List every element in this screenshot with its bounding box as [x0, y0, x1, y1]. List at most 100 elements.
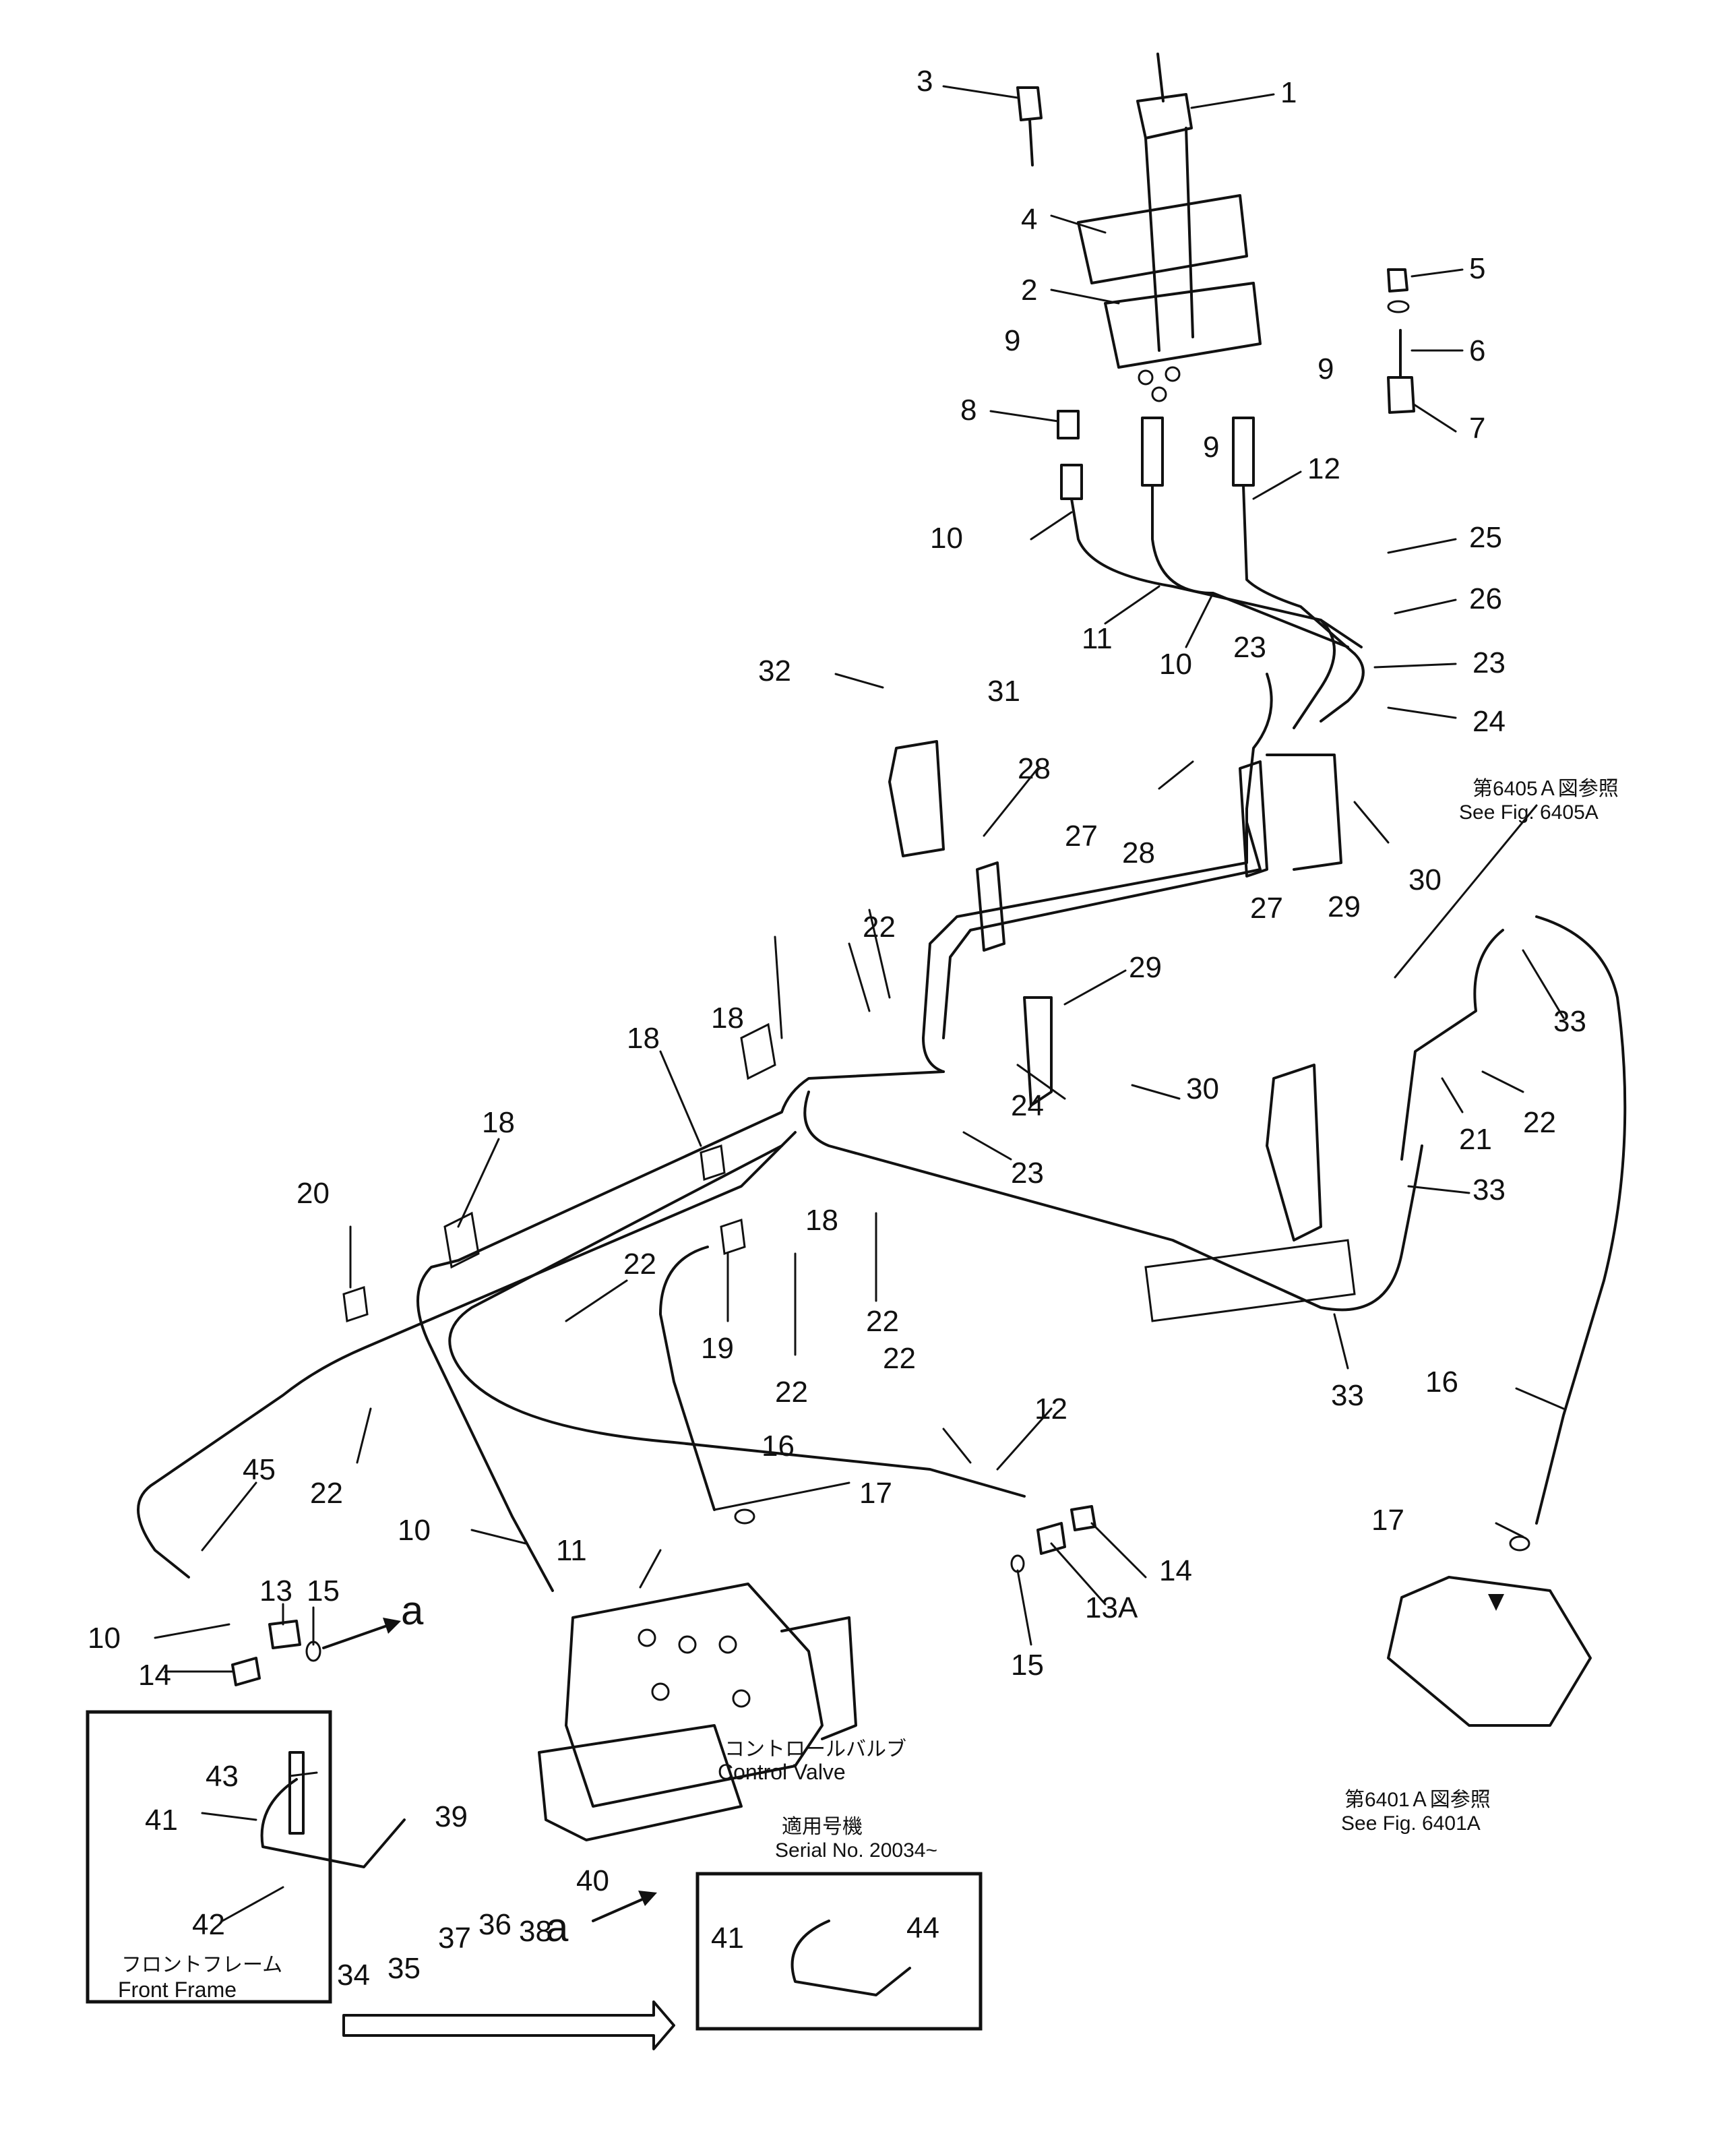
label-5: 5 [1469, 252, 1485, 285]
leader-lines [154, 85, 1565, 1922]
label-41b: 41 [711, 1922, 744, 1955]
label-29a: 29 [1328, 890, 1361, 923]
bracket-29 [1266, 754, 1342, 871]
front-frame-en: Front Frame [118, 1978, 237, 2002]
clamp-17b [1509, 1535, 1530, 1552]
label-33c: 33 [1331, 1379, 1364, 1412]
control-valve-jp: コントロールバルブ [724, 1738, 906, 1760]
label-22d: 22 [866, 1305, 899, 1338]
control-valve-body [538, 1583, 857, 1841]
inset-arrow [342, 2000, 675, 2050]
label-18a: 18 [711, 1002, 744, 1035]
label-36: 36 [478, 1908, 512, 1941]
plug-14b [1070, 1505, 1096, 1531]
label-13a: 13A [1085, 1591, 1138, 1624]
label-39: 39 [435, 1800, 468, 1833]
connector-13a [1036, 1522, 1066, 1555]
label-12a: 12 [1307, 452, 1340, 485]
label-20: 20 [297, 1177, 330, 1210]
label-10a: 10 [930, 522, 963, 555]
label-4: 4 [1021, 203, 1037, 236]
label-28a: 28 [1018, 752, 1051, 785]
label-33b: 33 [1472, 1173, 1506, 1206]
label-22e: 22 [775, 1376, 808, 1409]
label-14b: 14 [1159, 1554, 1192, 1587]
label-25: 25 [1469, 521, 1502, 554]
label-1: 1 [1280, 76, 1297, 109]
label-45: 45 [243, 1453, 276, 1486]
label-22c: 22 [623, 1248, 656, 1281]
clamps-brackets [342, 740, 1356, 1323]
bracket-6405a [1266, 1064, 1322, 1242]
label-35: 35 [388, 1952, 421, 1985]
label-2: 2 [1021, 274, 1037, 307]
label-7: 7 [1469, 412, 1485, 445]
part-labels: 1 2 3 4 5 6 7 8 9 9 9 10 10 10 10 11 11 … [88, 65, 1586, 1992]
label-6: 6 [1469, 334, 1485, 367]
label-26: 26 [1469, 582, 1502, 615]
callout-a-left: a [401, 1588, 424, 1633]
front-frame-inset [86, 1710, 332, 2004]
notes: 第6405Ａ図参照 See Fig. 6405A 第6401Ａ図参照 See F… [118, 778, 1619, 2002]
label-41a: 41 [145, 1804, 178, 1837]
label-33a: 33 [1553, 1005, 1586, 1038]
label-18b: 18 [627, 1022, 660, 1055]
clamp-27b [1239, 760, 1268, 878]
label-16a: 16 [762, 1430, 795, 1463]
connector-13 [268, 1620, 301, 1649]
label-34: 34 [337, 1959, 370, 1992]
label-30a: 30 [1408, 863, 1442, 896]
arrow-a-bottom [592, 1896, 648, 1922]
serial-jp: 適用号機 [782, 1816, 863, 1838]
label-3: 3 [917, 65, 933, 98]
label-10c: 10 [398, 1514, 431, 1547]
label-17b: 17 [1371, 1504, 1404, 1537]
serial-en: Serial No. 20034~ [775, 1839, 937, 1862]
fittings-left [231, 1505, 1592, 1727]
label-27b: 27 [1250, 892, 1283, 925]
elbow-6401a [1387, 1576, 1592, 1727]
label-17a: 17 [859, 1477, 892, 1510]
label-15a: 15 [307, 1574, 340, 1607]
label-18d: 18 [805, 1204, 838, 1237]
arrow-a-left [322, 1623, 392, 1649]
label-9b: 9 [1318, 353, 1334, 386]
ref-6405a-jp: 第6405Ａ図参照 [1472, 778, 1619, 800]
label-27a: 27 [1065, 820, 1098, 853]
label-32: 32 [758, 654, 791, 687]
label-22f: 22 [310, 1477, 343, 1510]
label-13: 13 [259, 1574, 292, 1607]
bracket-31 [888, 740, 945, 857]
label-30b: 30 [1186, 1072, 1219, 1105]
label-37: 37 [438, 1922, 471, 1955]
connector-8 [1057, 410, 1080, 439]
plug-5 [1387, 268, 1408, 293]
label-24a: 24 [1472, 705, 1506, 738]
label-14a: 14 [138, 1659, 171, 1692]
label-11b: 11 [556, 1534, 587, 1567]
label-22a: 22 [863, 911, 896, 944]
gasket-plate-4 [1077, 194, 1248, 284]
label-23b: 23 [1472, 646, 1506, 679]
label-23a: 23 [1233, 631, 1266, 664]
label-43: 43 [206, 1760, 239, 1793]
label-29b: 29 [1129, 951, 1162, 984]
label-21: 21 [1459, 1123, 1492, 1156]
label-42: 42 [192, 1908, 225, 1941]
label-22b: 22 [1523, 1106, 1556, 1139]
callout-a-bottom: a [546, 1905, 569, 1950]
control-valve-en: Control Valve [718, 1760, 846, 1784]
clamp-17 [734, 1508, 755, 1525]
ref-6401a-en: See Fig. 6401A [1341, 1812, 1481, 1835]
ref-6405a-en: See Fig. 6405A [1459, 801, 1599, 824]
label-9a: 9 [1004, 324, 1020, 357]
label-16b: 16 [1425, 1366, 1458, 1399]
plug-14 [231, 1657, 261, 1686]
oring-6 [1387, 300, 1410, 313]
serial-inset [695, 1872, 983, 2031]
label-24b: 24 [1011, 1089, 1044, 1122]
label-40: 40 [576, 1864, 609, 1897]
label-8: 8 [960, 394, 976, 427]
label-28b: 28 [1122, 836, 1155, 869]
bolt-43 [288, 1751, 305, 1835]
